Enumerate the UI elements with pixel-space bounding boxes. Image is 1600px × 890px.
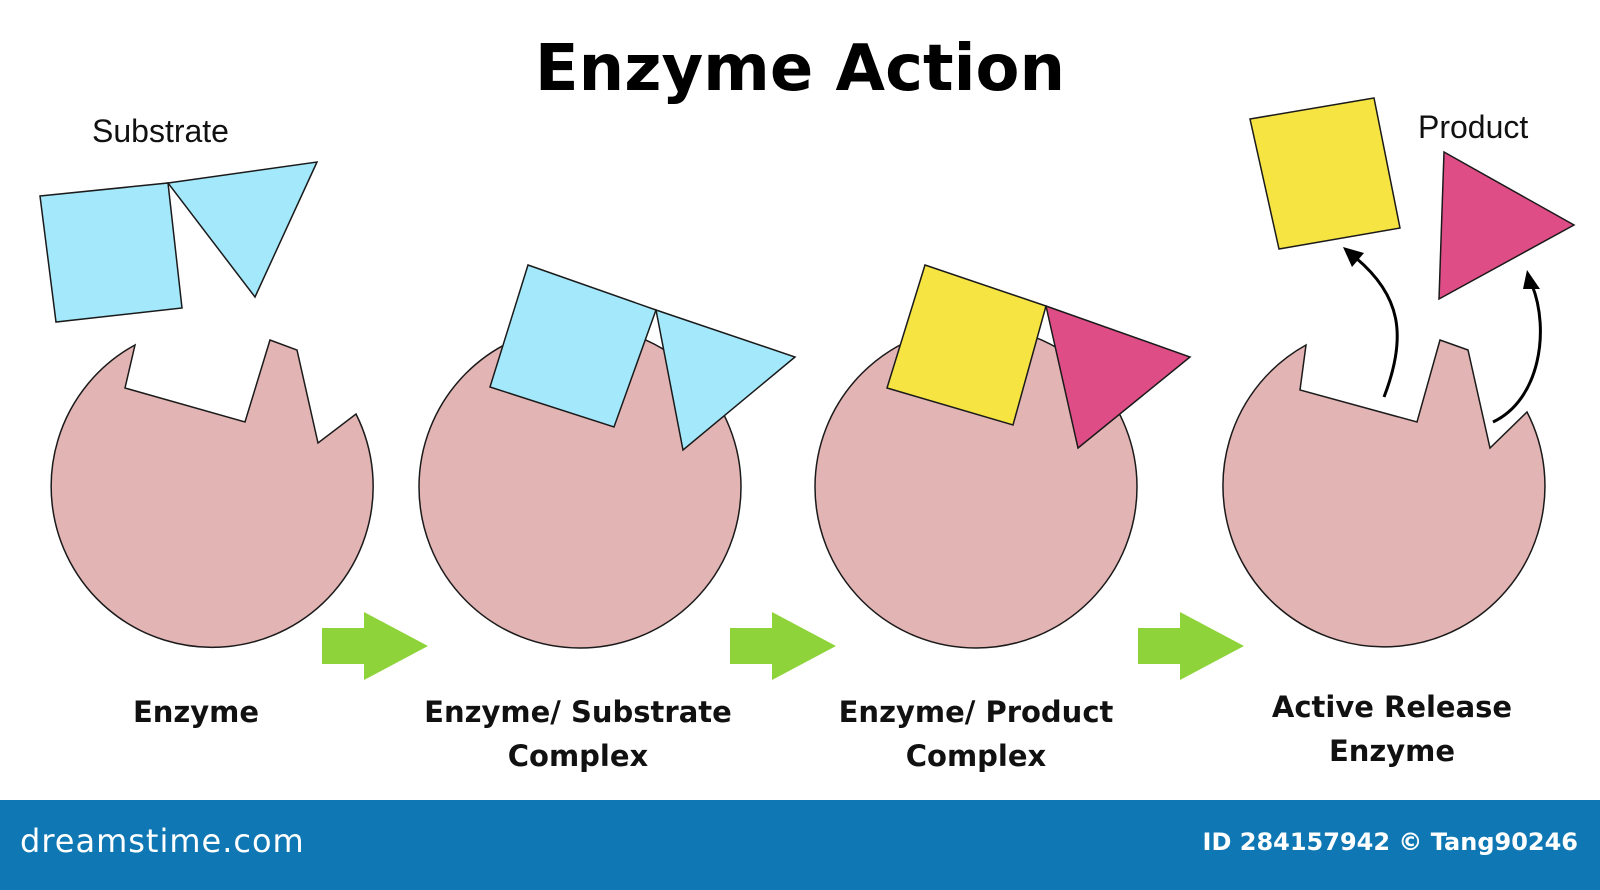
stage-enzyme: Substrate — [39, 113, 374, 649]
stage-label-release-line2: Enzyme — [1329, 734, 1455, 768]
enzyme-1 — [50, 339, 374, 649]
product-triangle-3 — [1044, 304, 1192, 450]
flow-arrow-3 — [1138, 612, 1244, 680]
release-arrow-triangle — [1492, 284, 1542, 424]
flow-arrow-1 — [322, 612, 428, 680]
stage-enzyme-substrate-complex — [418, 264, 797, 649]
substrate-square-1 — [39, 182, 183, 323]
stage-active-release-enzyme: Product — [1222, 97, 1576, 648]
stage-label-ep-complex-line1: Enzyme/ Product — [839, 695, 1114, 729]
flow-arrow-2 — [730, 612, 836, 680]
stage-enzyme-product-complex — [814, 264, 1192, 649]
footer-brand[interactable]: dreamstime.com — [20, 822, 305, 860]
release-arrow-square — [1355, 256, 1399, 398]
stage-label-es-complex-line2: Complex — [508, 739, 649, 773]
diagram-title: Enzyme Action — [535, 32, 1065, 106]
substrate-triangle-1 — [166, 161, 319, 299]
stage-label-enzyme: Enzyme — [133, 695, 259, 729]
stage-label-es-complex-line1: Enzyme/ Substrate — [424, 695, 732, 729]
product-label: Product — [1418, 109, 1528, 145]
release-arrow-triangle-head — [1523, 270, 1540, 289]
stage-label-ep-complex-line2: Complex — [906, 739, 1047, 773]
product-triangle-4 — [1438, 150, 1576, 301]
footer-bar: dreamstime.com ID 284157942 © Tang90246 — [0, 800, 1600, 890]
enzyme-4 — [1222, 339, 1546, 648]
stage-label-release-line1: Active Release — [1272, 690, 1512, 724]
product-square-4 — [1249, 97, 1401, 250]
substrate-square-2 — [489, 264, 657, 428]
substrate-label: Substrate — [92, 113, 229, 149]
enzyme-action-diagram: Enzyme Action Substrate Product Enzyme E… — [39, 32, 1576, 773]
footer-credit: ID 284157942 © Tang90246 — [1202, 828, 1578, 856]
product-square-3 — [886, 264, 1047, 426]
release-arrow-square-head — [1343, 247, 1364, 267]
substrate-triangle-2 — [655, 308, 797, 452]
